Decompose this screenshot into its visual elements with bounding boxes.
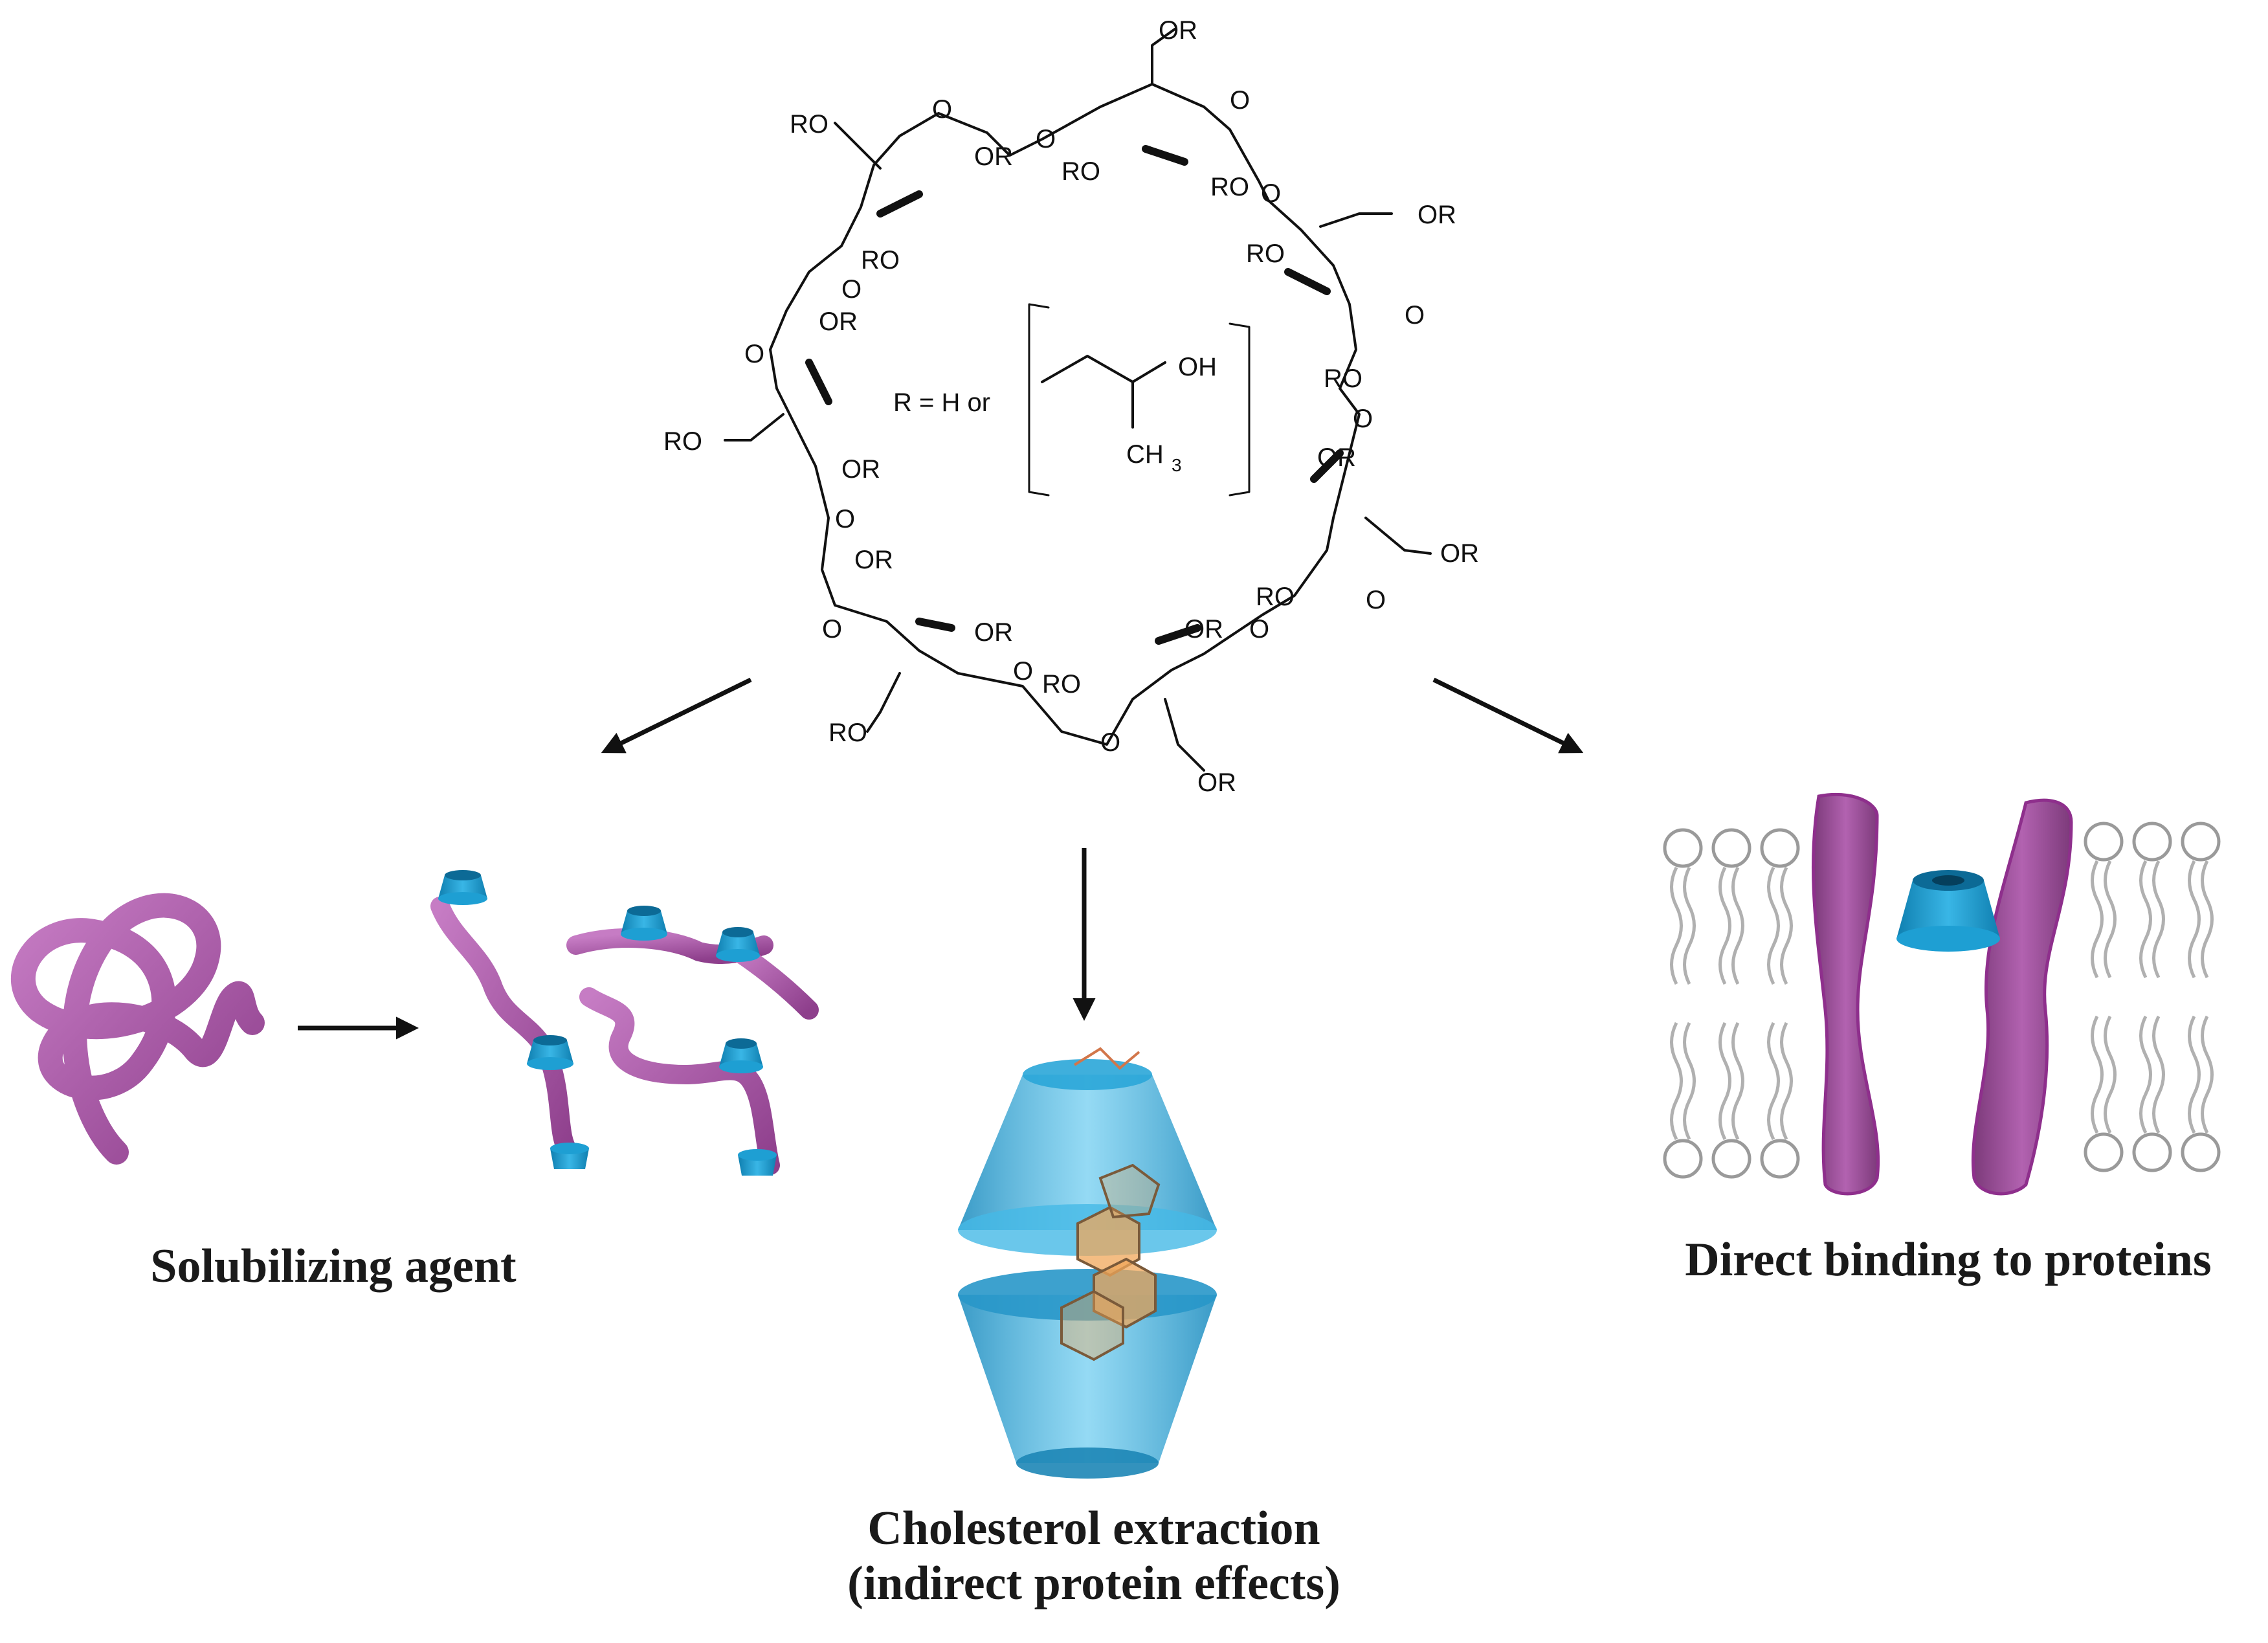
or-label: OR [841, 455, 880, 484]
ro-label: RO [1042, 670, 1081, 699]
cyclodextrin-cones-solubilizing [438, 870, 777, 1176]
solubilizing-caption: Solubilizing agent [150, 1240, 517, 1293]
ring-oxygen-label: O [1353, 405, 1373, 433]
or-label: OR [1317, 443, 1356, 472]
ro-label: RO [1246, 240, 1285, 268]
cyclodextrin-cone-icon [1896, 870, 2000, 952]
ro-label: RO [663, 427, 702, 456]
ring-oxygen-label: O [1366, 586, 1386, 614]
methyl-label: CH [1126, 440, 1164, 469]
ring-oxygen-label: O [1100, 728, 1120, 757]
or-label: OR [1184, 615, 1223, 643]
or-label: OR [1197, 768, 1236, 797]
arrow-to-direct-binding [1432, 677, 1584, 754]
cyclodextrin-cone-icon [621, 906, 667, 941]
ro-label: RO [828, 719, 867, 747]
ring-oxygen-label: O [1261, 179, 1281, 208]
direct-binding-caption: Direct binding to proteins [1685, 1233, 2211, 1286]
hydroxyl-label: OH [1178, 353, 1217, 381]
or-label: OR [819, 307, 858, 336]
cyclodextrin-cone-icon [719, 1038, 763, 1073]
lipid-bilayer-icon [1663, 822, 2221, 1179]
cholesterol-caption-line1: Cholesterol extraction [867, 1502, 1320, 1555]
ro-label: RO [1324, 364, 1362, 393]
or-label: OR [1159, 16, 1197, 45]
or-label: OR [854, 546, 893, 574]
cyclodextrin-cone-icon [958, 1059, 1217, 1256]
protein-coil-icon [10, 893, 265, 1165]
cyclodextrin-cone-icon [527, 1035, 573, 1070]
ro-label: RO [861, 246, 900, 274]
cyclodextrin-cone-icon [438, 870, 487, 905]
ring-oxygen-label: O [1230, 86, 1250, 115]
ring-oxygen-label: O [1013, 657, 1033, 686]
solubilizing-panel: Solubilizing agent [10, 870, 819, 1293]
cholesterol-caption-line2: (indirect protein effects) [847, 1557, 1340, 1610]
ring-oxygen-label: O [835, 505, 855, 533]
arrow-to-solubilizing [601, 677, 752, 754]
or-label: OR [1418, 201, 1456, 229]
cyclodextrin-cone-icon [716, 927, 760, 962]
direct-binding-panel: Direct binding to proteins [1663, 792, 2221, 1286]
cholesterol-icon [1060, 1047, 1161, 1361]
r-definition-label: R = H or [893, 388, 990, 417]
ring-oxygen-label: O [1036, 125, 1056, 153]
ring-oxygen-label: O [822, 615, 842, 643]
membrane-protein [1811, 792, 2073, 1196]
ro-label: RO [1256, 583, 1295, 611]
ro-label: RO [790, 110, 828, 139]
ring-oxygen-label: O [744, 340, 764, 368]
arrows [298, 677, 1584, 1040]
cyclodextrin-structure [724, 28, 1432, 772]
or-label: OR [974, 142, 1013, 171]
ring-oxygen-label: O [1249, 615, 1269, 643]
ring-oxygen-label: O [932, 95, 952, 124]
cyclodextrin-cone-icon [738, 1149, 777, 1176]
cyclodextrin-cone-icon [550, 1143, 589, 1169]
cholesterol-panel: Cholesterol extraction (indirect protein… [847, 1047, 1340, 1610]
or-label: OR [1440, 539, 1479, 568]
ring-oxygen-label: O [1405, 301, 1425, 330]
or-label: OR [974, 618, 1013, 647]
cyclodextrin-labels: O O O O O O O O O O O O O O RO OR RO OR … [663, 16, 1479, 797]
ro-label: RO [1210, 173, 1249, 201]
ro-label: RO [1062, 157, 1100, 186]
methyl-subscript: 3 [1172, 455, 1182, 475]
ring-oxygen-label: O [841, 275, 862, 304]
